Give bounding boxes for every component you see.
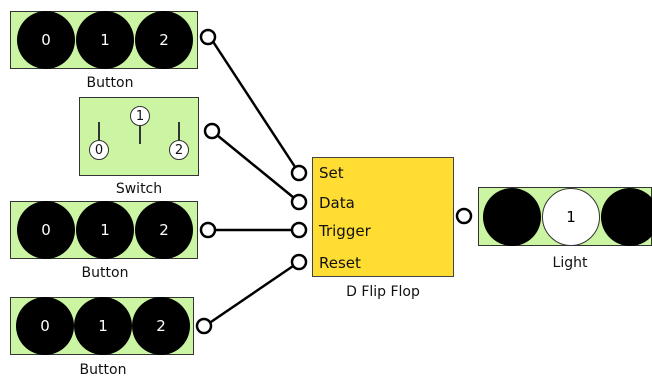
switch-label: Switch	[115, 181, 163, 197]
flipflop-port-trigger: Trigger	[319, 222, 371, 240]
switch-option-2[interactable]: 2	[169, 140, 189, 160]
button-component-3[interactable]: 0 1 2	[10, 297, 194, 355]
wires	[203, 35, 301, 328]
button-3-option-1[interactable]: 1	[74, 297, 132, 355]
flipflop-set-port[interactable]	[290, 164, 308, 182]
d-flip-flop-component[interactable]: Set Data Trigger Reset	[312, 157, 454, 277]
button-3-label: Button	[79, 362, 127, 378]
flipflop-port-data: Data	[319, 194, 355, 212]
d-flip-flop-label: D Flip Flop	[346, 284, 420, 300]
flipflop-port-reset: Reset	[319, 254, 361, 272]
button1-output-port[interactable]	[199, 28, 217, 46]
button-2-option-0[interactable]: 0	[17, 201, 75, 259]
switch-stem-0	[98, 122, 100, 140]
flipflop-output-port[interactable]	[455, 207, 473, 225]
button-3-option-2-label: 2	[156, 317, 166, 335]
flipflop-data-port[interactable]	[290, 193, 308, 211]
connector-rings	[195, 28, 473, 335]
switch-option-2-label: 2	[174, 142, 184, 158]
flipflop-port-set: Set	[319, 164, 344, 182]
light-indicator-0	[483, 188, 541, 246]
switch-option-1-label: 1	[135, 108, 145, 124]
button-1-option-2[interactable]: 2	[135, 11, 193, 69]
button-2-label: Button	[81, 265, 129, 281]
switch-stem-1	[139, 126, 141, 144]
button-1-option-0[interactable]: 0	[17, 11, 75, 69]
light-label: Light	[552, 255, 588, 271]
wire-button3-to-reset	[203, 260, 301, 328]
switch-option-0-label: 0	[94, 142, 104, 158]
button-2-option-0-label: 0	[41, 221, 51, 239]
button-1-option-1[interactable]: 1	[76, 11, 134, 69]
flipflop-reset-port[interactable]	[290, 253, 308, 271]
wire-switch-to-data	[210, 129, 301, 204]
button-1-option-1-label: 1	[100, 31, 110, 49]
button-2-option-2[interactable]: 2	[135, 201, 193, 259]
button-3-option-0-label: 0	[40, 317, 50, 335]
light-indicator-1-label: 1	[566, 208, 576, 226]
switch-output-port[interactable]	[203, 122, 221, 140]
switch-option-0[interactable]: 0	[89, 140, 109, 160]
button-1-option-2-label: 2	[159, 31, 169, 49]
button-1-option-0-label: 0	[41, 31, 51, 49]
switch-option-1[interactable]: 1	[130, 106, 150, 126]
button2-output-port[interactable]	[199, 221, 217, 239]
wire-button1-to-set	[208, 35, 301, 175]
button-3-option-1-label: 1	[98, 317, 108, 335]
button-2-option-1[interactable]: 1	[76, 201, 134, 259]
button3-output-port[interactable]	[195, 317, 213, 335]
button-2-option-2-label: 2	[159, 221, 169, 239]
light-component[interactable]: 1	[478, 187, 652, 246]
button-3-option-2[interactable]: 2	[132, 297, 190, 355]
light-indicator-2	[601, 188, 652, 246]
button-3-option-0[interactable]: 0	[16, 297, 74, 355]
switch-stem-2	[178, 122, 180, 140]
button-1-label: Button	[86, 75, 134, 91]
button-2-option-1-label: 1	[100, 221, 110, 239]
button-component-1[interactable]: 0 1 2	[10, 11, 198, 69]
light-indicator-1: 1	[542, 188, 600, 246]
switch-component[interactable]: 0 1 2	[79, 97, 199, 176]
button-component-2[interactable]: 0 1 2	[10, 201, 198, 259]
flipflop-trigger-port[interactable]	[290, 221, 308, 239]
